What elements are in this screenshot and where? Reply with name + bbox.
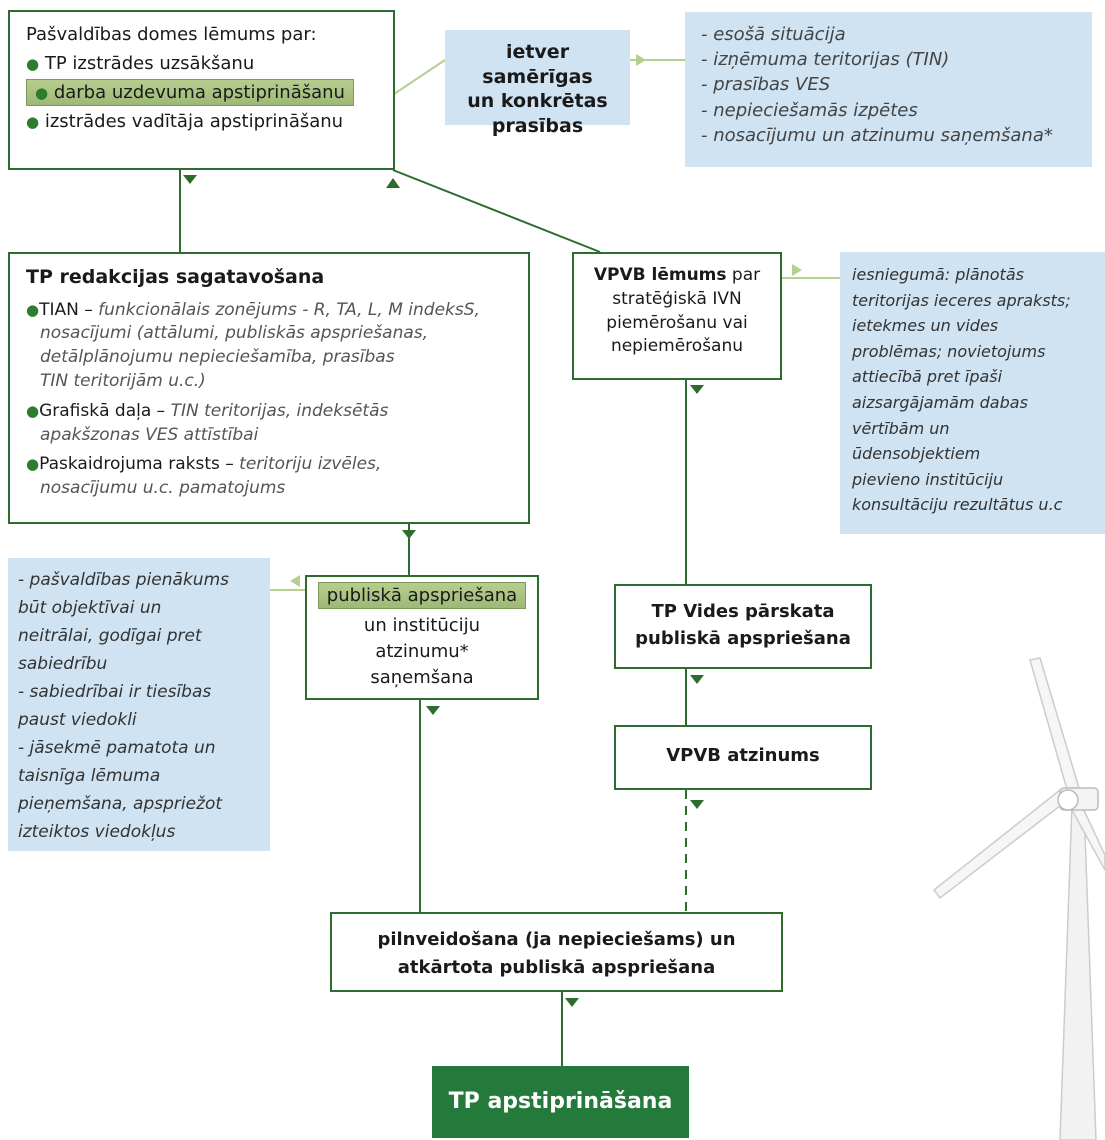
vpvb-opinion-box: VPVB atzinums [614, 725, 872, 790]
municipality-note: - pašvaldības pienākums būt objektīvai u… [8, 558, 270, 851]
municipal-decision-box: Pašvaldības domes lēmums par: ● TP izstr… [8, 10, 395, 170]
vpvb-decision-box: VPVB lēmums par stratēģiskā IVN piemēroš… [572, 252, 782, 380]
wind-turbine-icon [932, 657, 1105, 1140]
list-item: - esošā situācija [701, 24, 846, 45]
decision-item: ● izstrādes vadītāja apstiprināšanu [26, 111, 344, 132]
draft-tian-item: ●TIAN – funkcionālais zonējums - R, TA, … [26, 299, 480, 391]
requirements-label: ietver samērīgas un konkrētas prasības [445, 30, 630, 137]
environmental-review-box: TP Vides pārskata publiskā apspriešana [614, 584, 872, 669]
list-item: - nepieciešamās izpētes [701, 99, 918, 121]
draft-preparation-box: TP redakcijas sagatavošana ●TIAN – funkc… [8, 252, 530, 524]
decision-title: Pašvaldības domes lēmums par: [26, 24, 317, 45]
list-item: - izņēmuma teritorijas (TIN) [701, 49, 950, 71]
submission-note: iesniegumā: plānotās teritorijas ieceres… [840, 252, 1105, 534]
finalization-box: pilnveidošana (ja nepieciešams) un atkār… [330, 912, 783, 992]
public-consultation-highlight: publiskā apspriešana [317, 582, 527, 609]
draft-graphic-item: ●Grafiskā daļa – TIN teritorijas, indeks… [26, 400, 389, 445]
public-consultation-box: publiskā apspriešana un institūciju atzi… [305, 575, 539, 700]
draft-explanation-item: ●Paskaidrojuma raksts – teritoriju izvēl… [26, 454, 382, 499]
requirements-list: - esošā situācija - izņēmuma teritorijas… [685, 12, 1092, 167]
draft-title: TP redakcijas sagatavošana [26, 266, 325, 288]
decision-item-highlighted: ● darba uzdevuma apstiprināšanu [26, 79, 377, 106]
approval-box: TP apstiprināšana [432, 1066, 689, 1138]
decision-item: ● TP izstrādes uzsākšanu [26, 53, 255, 74]
list-item: - prasības VES [701, 74, 831, 96]
list-item: - nosacījumu un atzinumu saņemšana* [701, 124, 1053, 146]
